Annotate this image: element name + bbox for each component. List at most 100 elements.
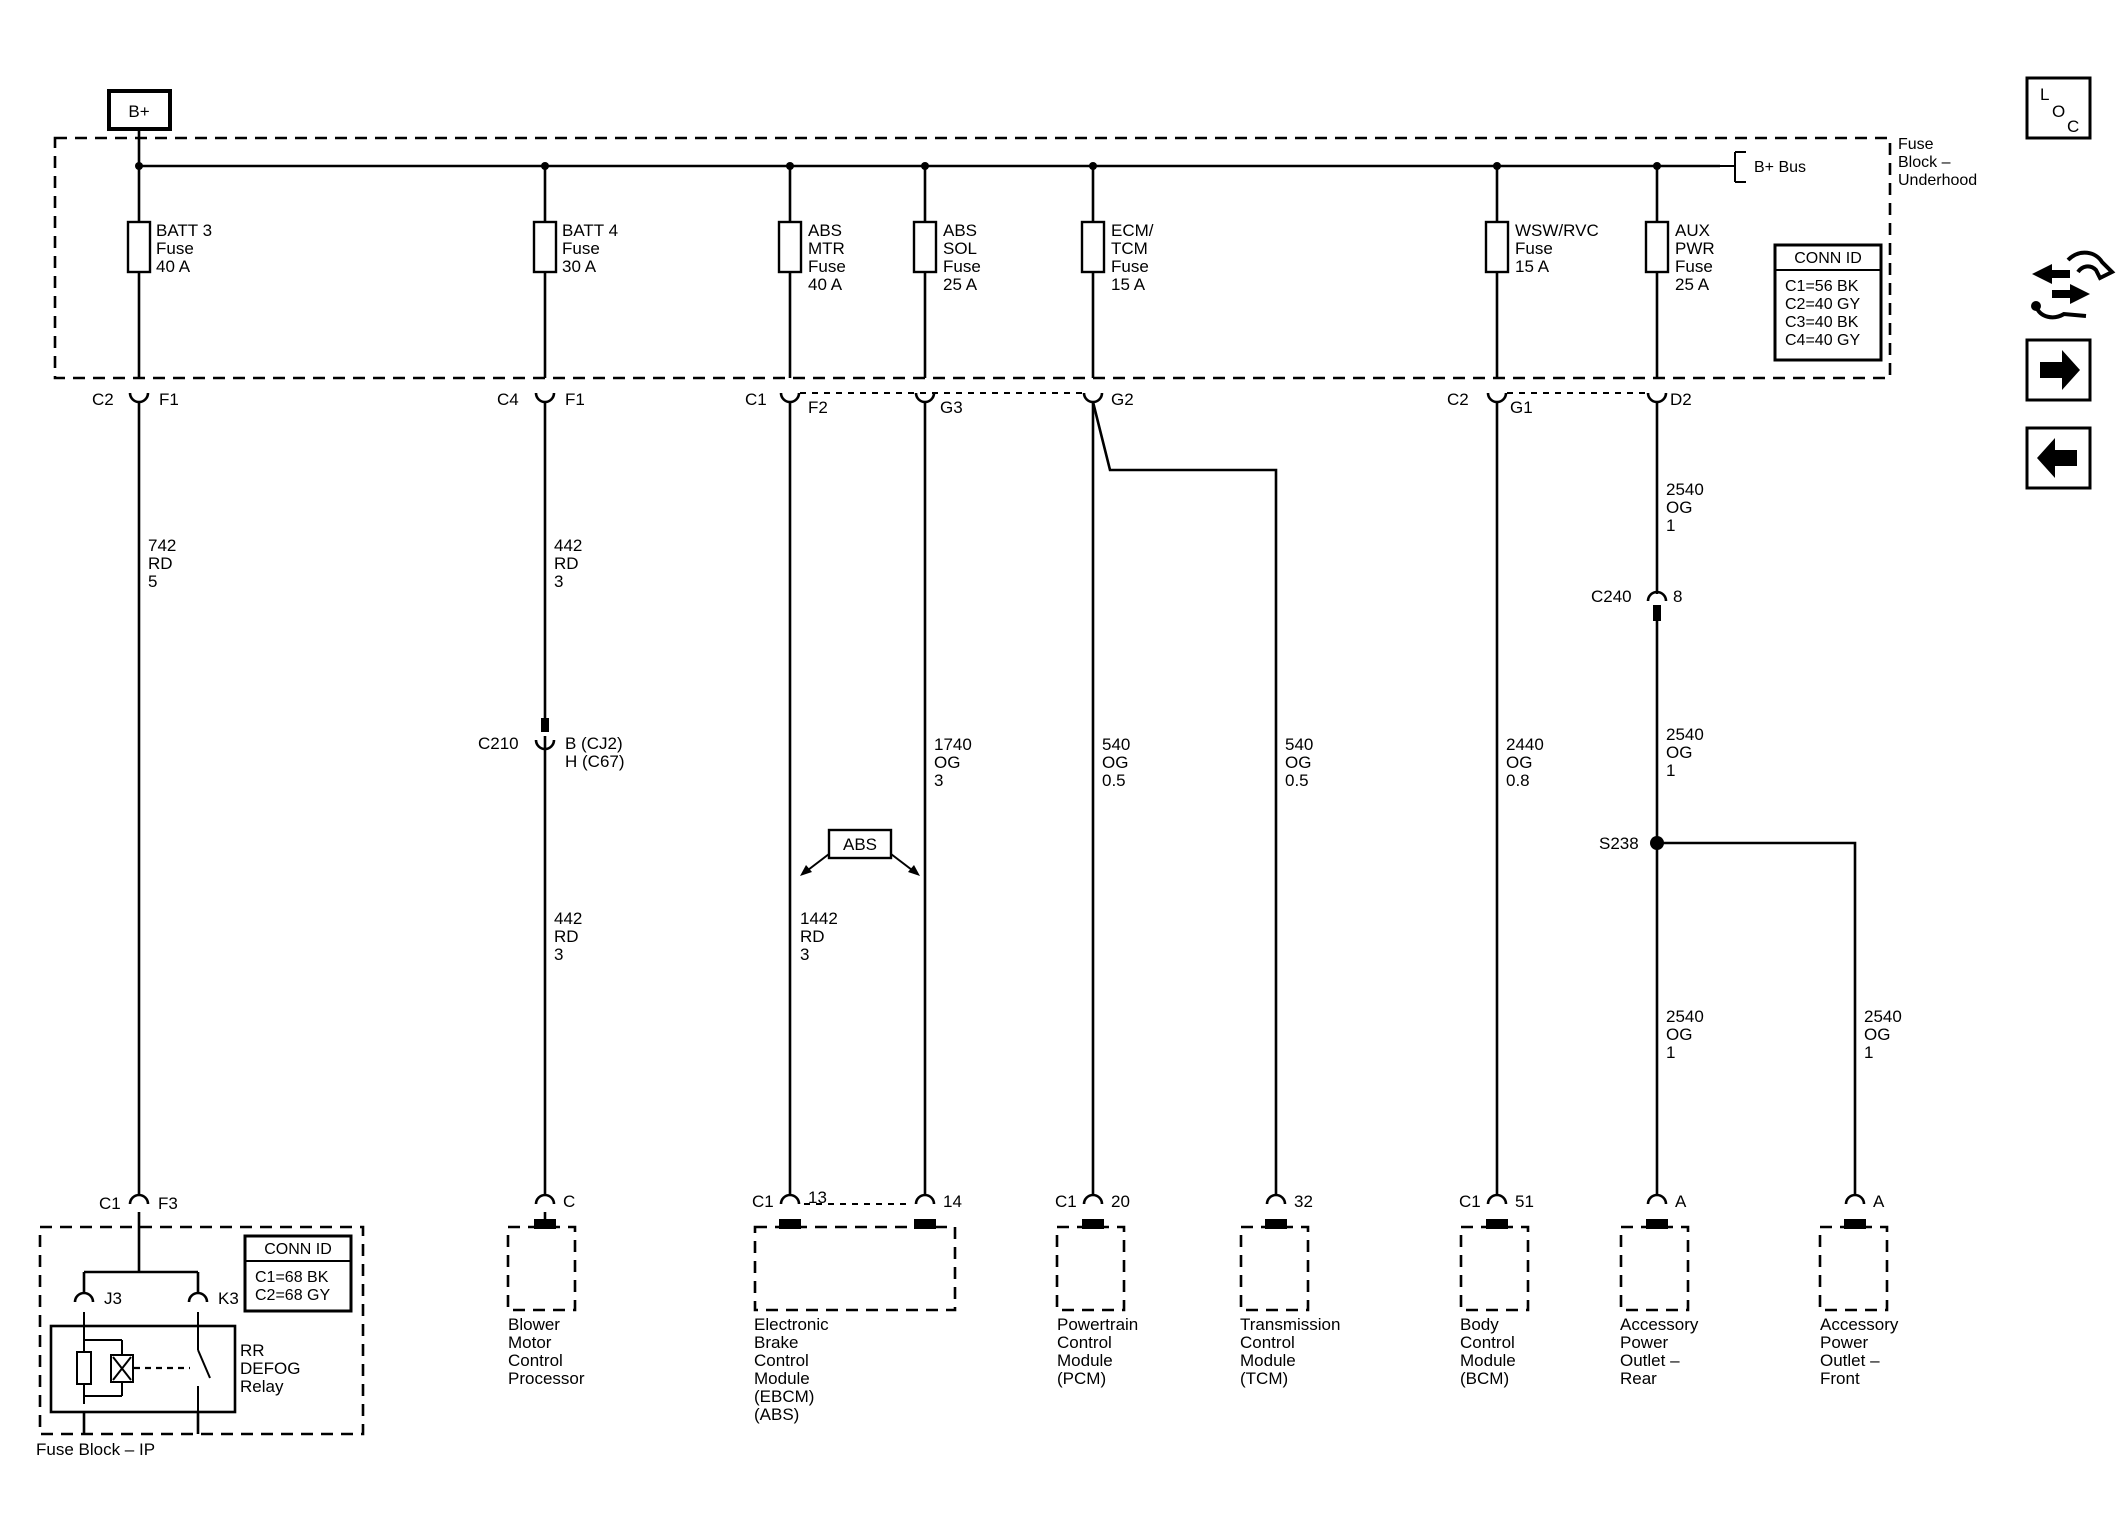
svg-text:OG: OG <box>934 753 960 772</box>
conn-id-ip-box: CONN ID C1=68 BK C2=68 GY <box>243 1234 353 1313</box>
svg-text:RR: RR <box>240 1341 265 1360</box>
svg-text:442: 442 <box>554 909 582 928</box>
svg-text:540: 540 <box>1285 735 1313 754</box>
wire-label-2540-rear: 2540 OG 1 <box>1666 1007 1704 1062</box>
fuse-block-underhood-outline <box>53 136 1892 380</box>
svg-text:40 A: 40 A <box>808 275 843 294</box>
svg-text:S238: S238 <box>1599 834 1639 853</box>
svg-text:C: C <box>563 1192 575 1211</box>
svg-text:DEFOG: DEFOG <box>240 1359 300 1378</box>
wire-label-442-upper: 442 RD 3 <box>554 536 582 591</box>
svg-text:Relay: Relay <box>240 1377 284 1396</box>
svg-text:OG: OG <box>1102 753 1128 772</box>
svg-text:C2: C2 <box>92 390 114 409</box>
svg-text:Outlet –: Outlet – <box>1820 1351 1880 1370</box>
svg-text:SOL: SOL <box>943 239 977 258</box>
module-tcm: Transmission Control Module (TCM) <box>1239 1219 1340 1388</box>
svg-text:G3: G3 <box>940 398 963 417</box>
svg-text:K3: K3 <box>218 1289 239 1308</box>
svg-text:5: 5 <box>148 572 157 591</box>
svg-text:1740: 1740 <box>934 735 972 754</box>
svg-text:Power: Power <box>1820 1333 1869 1352</box>
fuse-block-ip: J3 K3 Fuse Block – IP <box>36 1212 365 1459</box>
svg-text:Control: Control <box>1460 1333 1515 1352</box>
loc-icon[interactable]: L O C <box>2025 76 2092 140</box>
arrow-left-icon[interactable] <box>2025 426 2092 490</box>
module-blower-motor-control-processor: Blower Motor Control Processor <box>506 1212 585 1388</box>
svg-text:Control: Control <box>1240 1333 1295 1352</box>
svg-text:Accessory: Accessory <box>1620 1315 1699 1334</box>
svg-text:MTR: MTR <box>808 239 845 258</box>
svg-text:(PCM): (PCM) <box>1057 1369 1106 1388</box>
svg-text:J3: J3 <box>104 1289 122 1308</box>
rr-defog-relay: RR DEFOG Relay <box>49 1312 300 1434</box>
svg-text:OG: OG <box>1666 498 1692 517</box>
svg-text:(TCM): (TCM) <box>1240 1369 1288 1388</box>
svg-text:PWR: PWR <box>1675 239 1715 258</box>
module-accessory-outlet-rear: Accessory Power Outlet – Rear <box>1619 1219 1699 1388</box>
fuse-label-batt3: BATT 3 Fuse 40 A <box>156 221 212 276</box>
abs-option-tag: ABS <box>800 828 920 876</box>
svg-text:Fuse: Fuse <box>156 239 194 258</box>
svg-text:F1: F1 <box>159 390 179 409</box>
svg-text:A: A <box>1873 1192 1885 1211</box>
svg-text:C1=56 BK: C1=56 BK <box>1785 278 1859 295</box>
svg-text:WSW/RVC: WSW/RVC <box>1515 221 1599 240</box>
svg-text:25 A: 25 A <box>943 275 978 294</box>
svg-text:3: 3 <box>554 572 563 591</box>
bottom-connector-cups <box>128 1193 1866 1205</box>
svg-text:B (CJ2): B (CJ2) <box>565 734 623 753</box>
svg-text:RD: RD <box>554 927 579 946</box>
bottom-connector-labels: C1 F3 C C1 13 14 C1 20 32 C1 51 A A <box>99 1188 1885 1213</box>
svg-text:Module: Module <box>1240 1351 1296 1370</box>
svg-text:1: 1 <box>1666 761 1675 780</box>
wire-label-540-tcm: 540 OG 0.5 <box>1285 735 1313 790</box>
svg-text:OG: OG <box>1285 753 1311 772</box>
wire-label-2540-front: 2540 OG 1 <box>1864 1007 1902 1062</box>
svg-text:F3: F3 <box>158 1194 178 1213</box>
svg-text:30 A: 30 A <box>562 257 597 276</box>
svg-text:Front: Front <box>1820 1369 1860 1388</box>
svg-text:Block –: Block – <box>1898 154 1951 171</box>
svg-text:OG: OG <box>1666 1025 1692 1044</box>
svg-text:L: L <box>2040 85 2049 104</box>
svg-text:20: 20 <box>1111 1192 1130 1211</box>
svg-text:OG: OG <box>1506 753 1532 772</box>
svg-text:Control: Control <box>1057 1333 1112 1352</box>
svg-text:Control: Control <box>508 1351 563 1370</box>
svg-text:C1: C1 <box>99 1194 121 1213</box>
svg-text:G2: G2 <box>1111 390 1134 409</box>
svg-text:Powertrain: Powertrain <box>1057 1315 1138 1334</box>
arrow-right-icon[interactable] <box>2025 338 2092 402</box>
svg-text:8: 8 <box>1673 587 1682 606</box>
svg-text:Accessory: Accessory <box>1820 1315 1899 1334</box>
svg-text:1442: 1442 <box>800 909 838 928</box>
svg-text:Outlet –: Outlet – <box>1620 1351 1680 1370</box>
svg-text:Underhood: Underhood <box>1898 172 1977 189</box>
svg-text:2540: 2540 <box>1666 725 1704 744</box>
svg-text:C210: C210 <box>478 734 519 753</box>
svg-text:(ABS): (ABS) <box>754 1405 799 1424</box>
svg-text:BATT 4: BATT 4 <box>562 221 618 240</box>
svg-text:Electronic: Electronic <box>754 1315 829 1334</box>
fuse-label-batt4: BATT 4 Fuse 30 A <box>562 221 618 276</box>
module-bcm: Body Control Module (BCM) <box>1459 1219 1530 1388</box>
svg-text:Module: Module <box>1460 1351 1516 1370</box>
svg-text:C240: C240 <box>1591 587 1632 606</box>
fuse-symbols <box>126 166 1670 378</box>
svg-text:1: 1 <box>1864 1043 1873 1062</box>
wire-label-1442: 1442 RD 3 <box>800 909 838 964</box>
svg-text:2540: 2540 <box>1864 1007 1902 1026</box>
wiring-harness-icon[interactable] <box>2031 250 2116 320</box>
svg-text:OG: OG <box>1864 1025 1890 1044</box>
wire-label-2540-mid: 2540 OG 1 <box>1666 725 1704 780</box>
svg-text:C2=68 GY: C2=68 GY <box>255 1287 330 1304</box>
svg-text:(BCM): (BCM) <box>1460 1369 1509 1388</box>
fuse-block-underhood-label: Fuse Block – Underhood <box>1898 136 1977 189</box>
svg-text:D2: D2 <box>1670 390 1692 409</box>
svg-text:Brake: Brake <box>754 1333 798 1352</box>
svg-text:C1: C1 <box>1459 1192 1481 1211</box>
wire-label-442-lower: 442 RD 3 <box>554 909 582 964</box>
svg-text:Blower: Blower <box>508 1315 560 1334</box>
svg-text:Fuse: Fuse <box>1675 257 1713 276</box>
